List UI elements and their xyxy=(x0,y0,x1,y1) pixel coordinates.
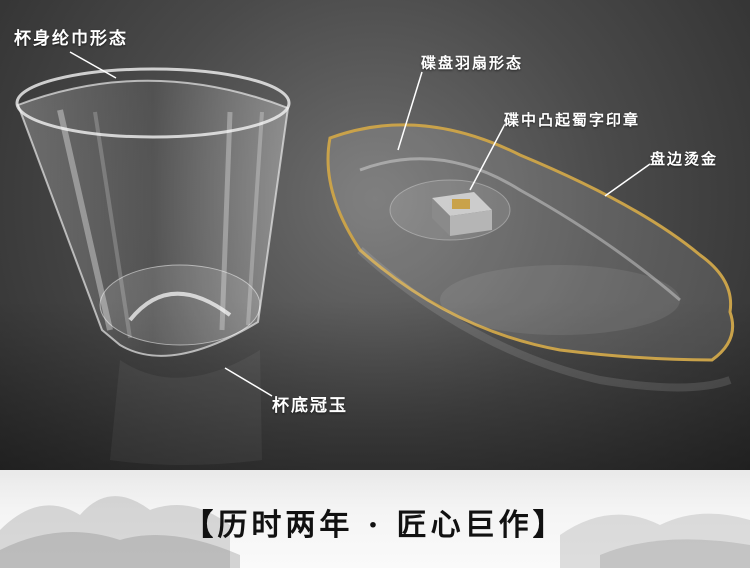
cup-base-label: 杯底冠玉 xyxy=(272,396,348,416)
glass-cup xyxy=(15,67,291,465)
saucer-seal-label: 碟中凸起蜀字印章 xyxy=(504,111,641,129)
product-photo xyxy=(0,51,750,470)
banner-title: 【历时两年 · 匠心巨作】 xyxy=(183,508,567,543)
saucer-rim-label: 盘边烫金 xyxy=(650,150,719,168)
bottom-banner: 【历时两年 · 匠心巨作】 xyxy=(0,470,750,568)
glass-saucer xyxy=(326,123,735,392)
ink-mountain-decoration xyxy=(0,496,750,568)
seal-block xyxy=(432,192,492,236)
cup-body-label: 杯身纶巾形态 xyxy=(14,29,128,49)
saucer-shape-label: 碟盘羽扇形态 xyxy=(421,54,524,72)
pointer-lines xyxy=(69,51,651,397)
